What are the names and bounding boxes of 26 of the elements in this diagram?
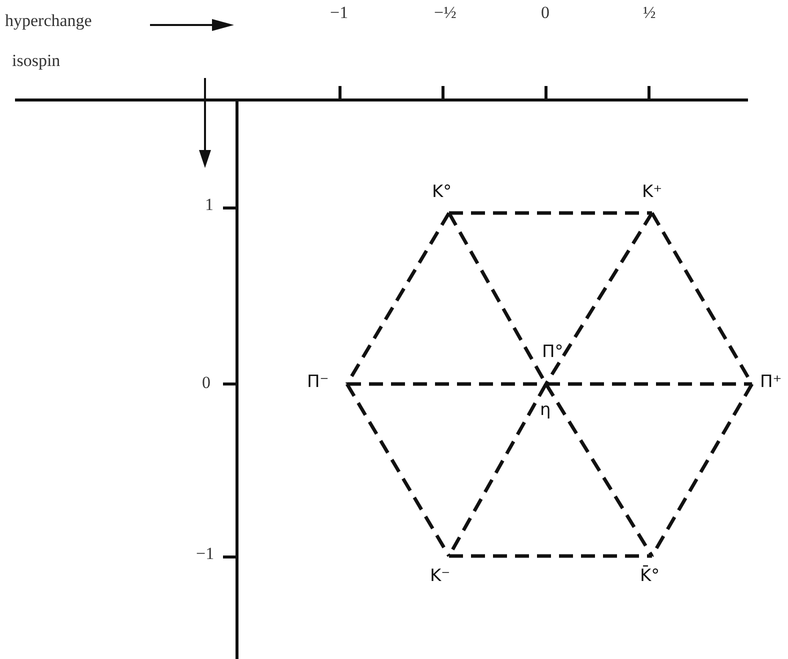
particle-label: K°	[432, 184, 452, 201]
tick-label: −½	[434, 4, 456, 21]
dashed-line	[346, 383, 450, 557]
tick-label: ½	[643, 4, 656, 21]
dashed-line	[544, 212, 654, 385]
dashed-line	[449, 554, 652, 558]
particle-label: Π⁻	[307, 374, 329, 391]
particle-label: K⁺	[642, 184, 662, 201]
tick-label: 0	[541, 4, 550, 21]
dashed-line	[546, 382, 752, 386]
axis-title: isospin	[12, 52, 60, 69]
particle-label: η	[540, 402, 551, 419]
dashed-line	[449, 211, 652, 215]
tick-label: 1	[205, 196, 214, 213]
dashed-line	[347, 382, 546, 386]
axis-title: hyperchange	[5, 12, 92, 29]
dashed-line	[544, 383, 654, 557]
dashed-line	[650, 212, 754, 385]
tick-label: −1	[330, 4, 348, 21]
dashed-line	[650, 383, 754, 557]
tick-label: 0	[202, 374, 210, 391]
tick-label: −1	[196, 545, 214, 562]
particle-label: K⁻	[430, 568, 450, 585]
dashed-line	[346, 212, 450, 385]
particle-label: Π°	[542, 344, 564, 361]
particle-label: Π⁺	[760, 374, 782, 391]
